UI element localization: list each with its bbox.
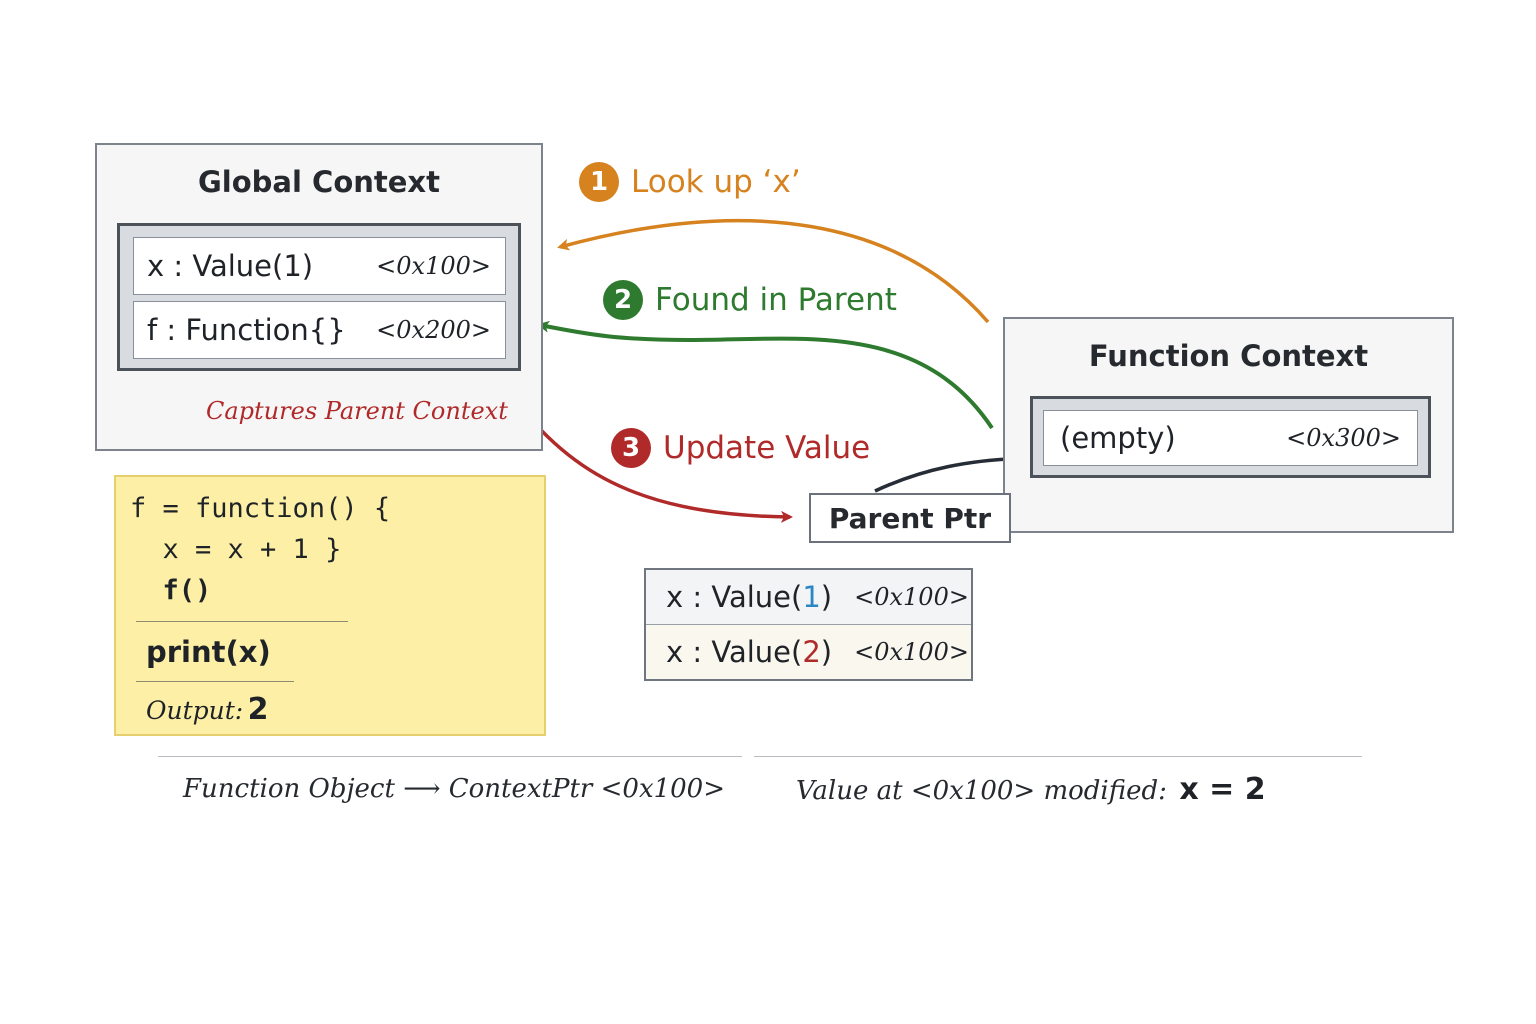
step-2-text: Found in Parent: [655, 282, 897, 318]
code-divider-2: [136, 681, 294, 682]
function-row-name: (empty): [1060, 421, 1176, 455]
footer-divider-right: [754, 756, 1362, 757]
value-row-old-prefix: x : Value(: [666, 580, 803, 614]
value-row-new-name: x : Value(2): [666, 635, 832, 669]
captures-parent-label: Captures Parent Context: [206, 397, 508, 425]
footer-divider-left: [158, 756, 742, 757]
step-1-badge: 1: [579, 162, 619, 202]
code-line-2: x = x + 1 }: [130, 534, 342, 565]
function-row-address: <0x300>: [1286, 424, 1401, 452]
code-line-3: f(): [130, 575, 212, 606]
value-change-table: x : Value(1) <0x100> x : Value(2) <0x100…: [644, 568, 973, 681]
footer-function-object: Function Object ⟶ ContextPtr <0x100>: [183, 774, 726, 804]
value-row-old-address: <0x100>: [854, 583, 969, 611]
output-line: Output: 2: [146, 692, 269, 727]
footer-value-expr: x = 2: [1179, 772, 1266, 807]
value-old: 1: [802, 580, 821, 614]
found-in-parent-arrow: [537, 320, 994, 430]
value-row-old: x : Value(1) <0x100>: [646, 570, 971, 625]
code-note: f = function() { x = x + 1 } f() print(x…: [114, 475, 546, 736]
step-3-text: Update Value: [663, 430, 871, 466]
parent-ptr-box: Parent Ptr: [809, 493, 1011, 543]
global-context-title: Global Context: [198, 165, 440, 199]
global-row-x-address: <0x100>: [376, 252, 491, 280]
global-context-table: x : Value(1) <0x100> f : Function{} <0x2…: [117, 223, 521, 371]
global-row-x-name: x : Value(1): [147, 249, 314, 283]
footer-value-prefix: Value at <0x100> modified:: [796, 776, 1167, 806]
output-label: Output:: [146, 696, 244, 725]
value-row-old-name: x : Value(1): [666, 580, 832, 614]
value-row-old-suffix: ): [820, 580, 833, 614]
footer-value-modified: Value at <0x100> modified: x = 2: [796, 772, 1266, 807]
print-line: print(x): [146, 635, 271, 669]
value-row-new-suffix: ): [820, 635, 833, 669]
code-line-1: f = function() {: [130, 493, 391, 524]
step-3-label: 3 Update Value: [611, 428, 870, 468]
step-3-badge: 3: [611, 428, 651, 468]
global-row-f-name: f : Function{}: [147, 313, 346, 347]
global-row-f-address: <0x200>: [376, 316, 491, 344]
code-divider-1: [136, 621, 348, 622]
lookup-arrow: [557, 219, 990, 324]
output-value: 2: [247, 692, 269, 727]
function-row-empty: (empty) <0x300>: [1043, 410, 1418, 466]
step-1-text: Look up ‘x’: [631, 164, 801, 200]
value-row-new-address: <0x100>: [854, 638, 969, 666]
global-row-f: f : Function{} <0x200>: [133, 301, 506, 359]
step-1-label: 1 Look up ‘x’: [579, 162, 801, 202]
global-row-x: x : Value(1) <0x100>: [133, 237, 506, 295]
value-row-new-prefix: x : Value(: [666, 635, 803, 669]
function-context-table: (empty) <0x300>: [1030, 396, 1431, 478]
function-context-title: Function Context: [1088, 339, 1369, 373]
value-row-new: x : Value(2) <0x100>: [646, 625, 971, 679]
value-new: 2: [802, 635, 821, 669]
step-2-label: 2 Found in Parent: [603, 280, 897, 320]
step-2-badge: 2: [603, 280, 643, 320]
